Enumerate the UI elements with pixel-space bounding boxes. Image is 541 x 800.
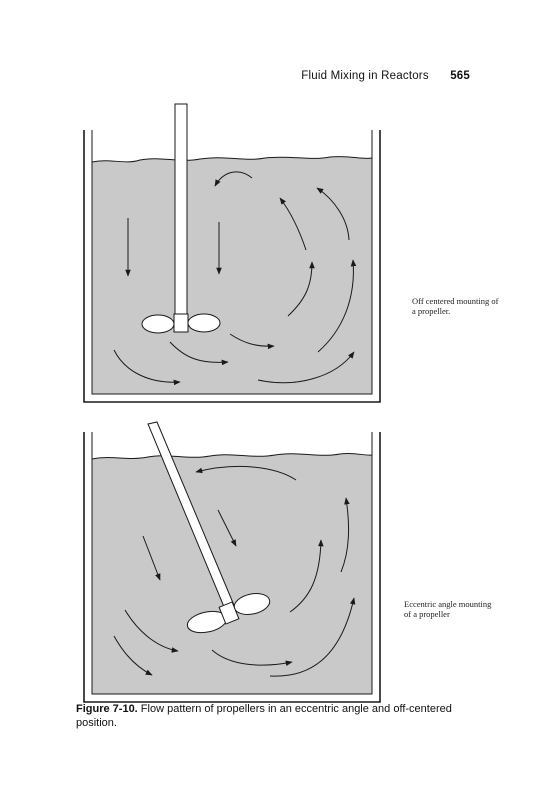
bottom-liquid xyxy=(92,453,372,694)
top-tank xyxy=(83,103,381,403)
bottom-tank xyxy=(83,421,381,703)
running-header: Fluid Mixing in Reactors 565 xyxy=(0,70,470,86)
page-number: 565 xyxy=(450,70,470,82)
caption-text: Flow pattern of propellers in an eccentr… xyxy=(76,703,452,729)
caption-label: Figure 7-10. xyxy=(76,703,138,715)
top-liquid-surface xyxy=(91,156,373,163)
bottom-propeller-hub xyxy=(218,601,240,625)
top-figure-label: Off centered mounting of a propeller. xyxy=(412,296,499,316)
bottom-figure-label: Eccentric angle mounting of a propeller xyxy=(404,599,492,619)
top-propeller-hub xyxy=(173,313,189,333)
figure-caption: Figure 7-10. Flow pattern of propellers … xyxy=(76,702,476,730)
top-liquid xyxy=(92,156,372,394)
bottom-liquid-surface xyxy=(91,452,373,460)
top-propeller-left-blade xyxy=(141,314,175,334)
top-flow-arrows xyxy=(113,171,357,386)
top-propeller-right-blade xyxy=(187,313,221,333)
top-tank-wall xyxy=(83,130,381,403)
running-title: Fluid Mixing in Reactors xyxy=(301,70,429,82)
top-shaft xyxy=(174,103,188,317)
bottom-flow-arrows xyxy=(113,465,356,677)
bottom-tank-wall xyxy=(83,432,381,703)
